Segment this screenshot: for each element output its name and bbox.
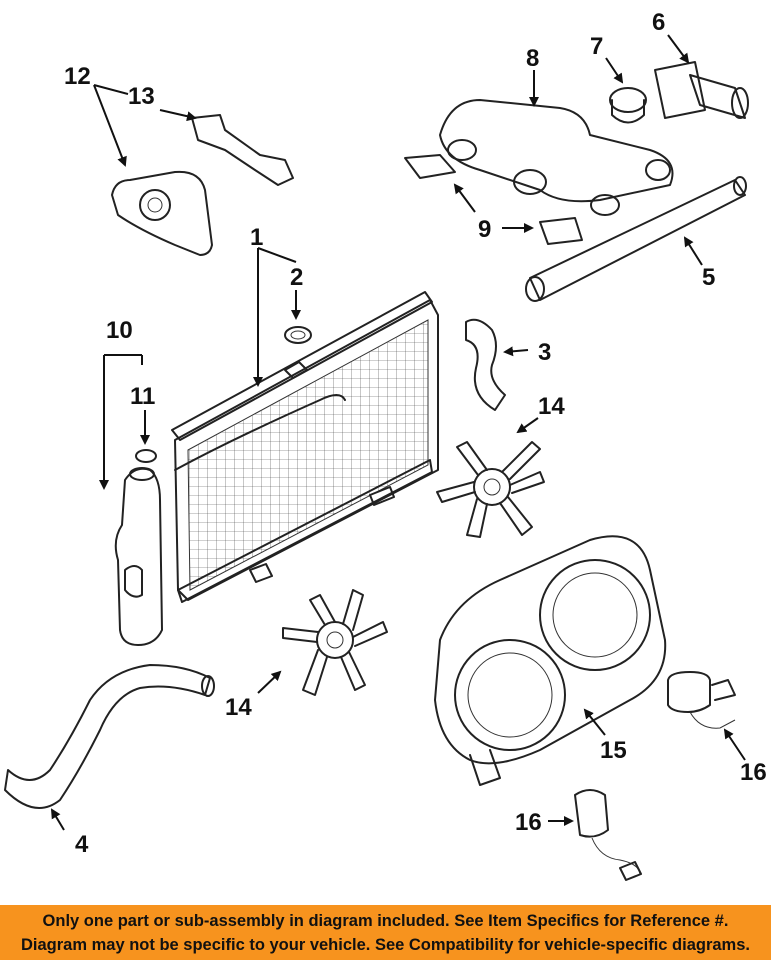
fan-shroud <box>434 535 667 786</box>
water-pump-gasket <box>191 114 294 186</box>
reservoir-cap <box>135 449 157 463</box>
callout-8: 8 <box>526 45 539 72</box>
thermostat <box>609 87 647 124</box>
callout-13: 13 <box>128 83 155 110</box>
callout-7: 7 <box>590 33 603 60</box>
reservoir-tank <box>114 467 163 646</box>
callout-10: 10 <box>106 317 133 344</box>
gasket-a <box>404 154 456 179</box>
callout-3: 3 <box>538 339 551 366</box>
water-inlet-manifold <box>439 99 674 216</box>
cooling-fan-lower <box>282 589 388 696</box>
cooling-fan-upper <box>436 441 545 538</box>
fan-motor-lower <box>574 789 642 881</box>
upper-hose <box>465 318 506 411</box>
fan-motor-right <box>667 671 736 729</box>
callout-12: 12 <box>64 63 91 90</box>
disclaimer-line-1: Only one part or sub-assembly in diagram… <box>42 911 729 930</box>
radiator <box>171 291 439 603</box>
radiator-cap <box>284 326 312 344</box>
water-pump <box>111 170 213 256</box>
callout-14-lower: 14 <box>225 694 252 721</box>
gasket-b <box>539 217 583 245</box>
callout-1: 1 <box>250 224 263 251</box>
leader-lines <box>50 34 746 831</box>
callout-5: 5 <box>702 264 715 291</box>
callout-2: 2 <box>290 264 303 291</box>
bypass-hose <box>529 179 746 301</box>
callout-11: 11 <box>130 383 155 410</box>
disclaimer-banner: Only one part or sub-assembly in diagram… <box>0 905 771 960</box>
callout-14-upper: 14 <box>538 393 565 420</box>
lower-hose <box>4 664 211 809</box>
callout-16-right: 16 <box>740 759 767 786</box>
disclaimer-line-2: Diagram may not be specific to your vehi… <box>21 935 750 954</box>
callout-4: 4 <box>75 831 89 858</box>
callout-15: 15 <box>600 737 627 764</box>
callout-6: 6 <box>652 9 665 36</box>
water-outlet <box>654 61 749 119</box>
parts-diagram: 1 2 3 4 5 6 7 8 9 10 11 12 13 14 14 15 1… <box>4 9 767 881</box>
callout-16-lower: 16 <box>515 809 542 836</box>
callout-9: 9 <box>478 216 491 243</box>
